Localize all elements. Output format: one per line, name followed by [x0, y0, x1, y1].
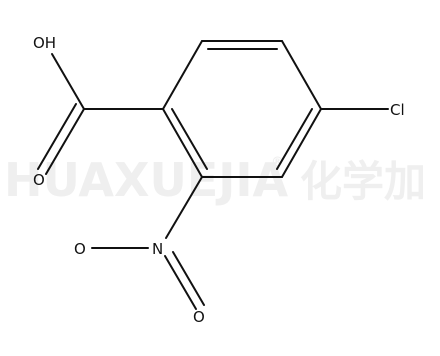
carbonyl-oxygen-label: O	[33, 171, 45, 189]
bond-carbonyl-double-b	[37, 103, 77, 170]
bond-nitro-oxygen-double-b	[172, 251, 205, 306]
bond-nitro-oxygen-double-a	[164, 255, 197, 310]
bond-carbonyl-double-a	[45, 108, 85, 175]
watermark-registered-mark: ®	[271, 155, 284, 170]
ring-bond-top-left	[162, 40, 203, 110]
nitro-nitrogen-label: N	[152, 240, 163, 258]
nitro-oxygen-bottom-label: O	[193, 308, 205, 326]
ring-bond-bottom-left-inner	[171, 108, 208, 170]
benzene-ring	[162, 40, 322, 178]
ring-bond-bottom-right	[281, 108, 322, 178]
bond-ring-to-nitro	[165, 176, 203, 239]
nitro-oxygen-left-label: O	[74, 240, 86, 258]
watermark-cjk: 化学加	[300, 157, 426, 206]
chlorine-label: Cl	[390, 101, 405, 119]
watermark-latin: HUAXUEJIA	[4, 153, 289, 207]
ring-bond-top-right	[281, 40, 322, 110]
watermark: HUAXUEJIA ® 化学加	[4, 153, 426, 207]
substituent-bonds	[37, 53, 389, 310]
hydroxyl-label: OH	[33, 34, 56, 52]
ring-bond-bottom-right-inner	[276, 108, 313, 170]
ring-bond-bottom-left	[162, 108, 203, 178]
bond-carboxyl-to-hydroxyl	[51, 53, 85, 110]
atom-labels: OH O Cl N O O	[33, 34, 405, 326]
